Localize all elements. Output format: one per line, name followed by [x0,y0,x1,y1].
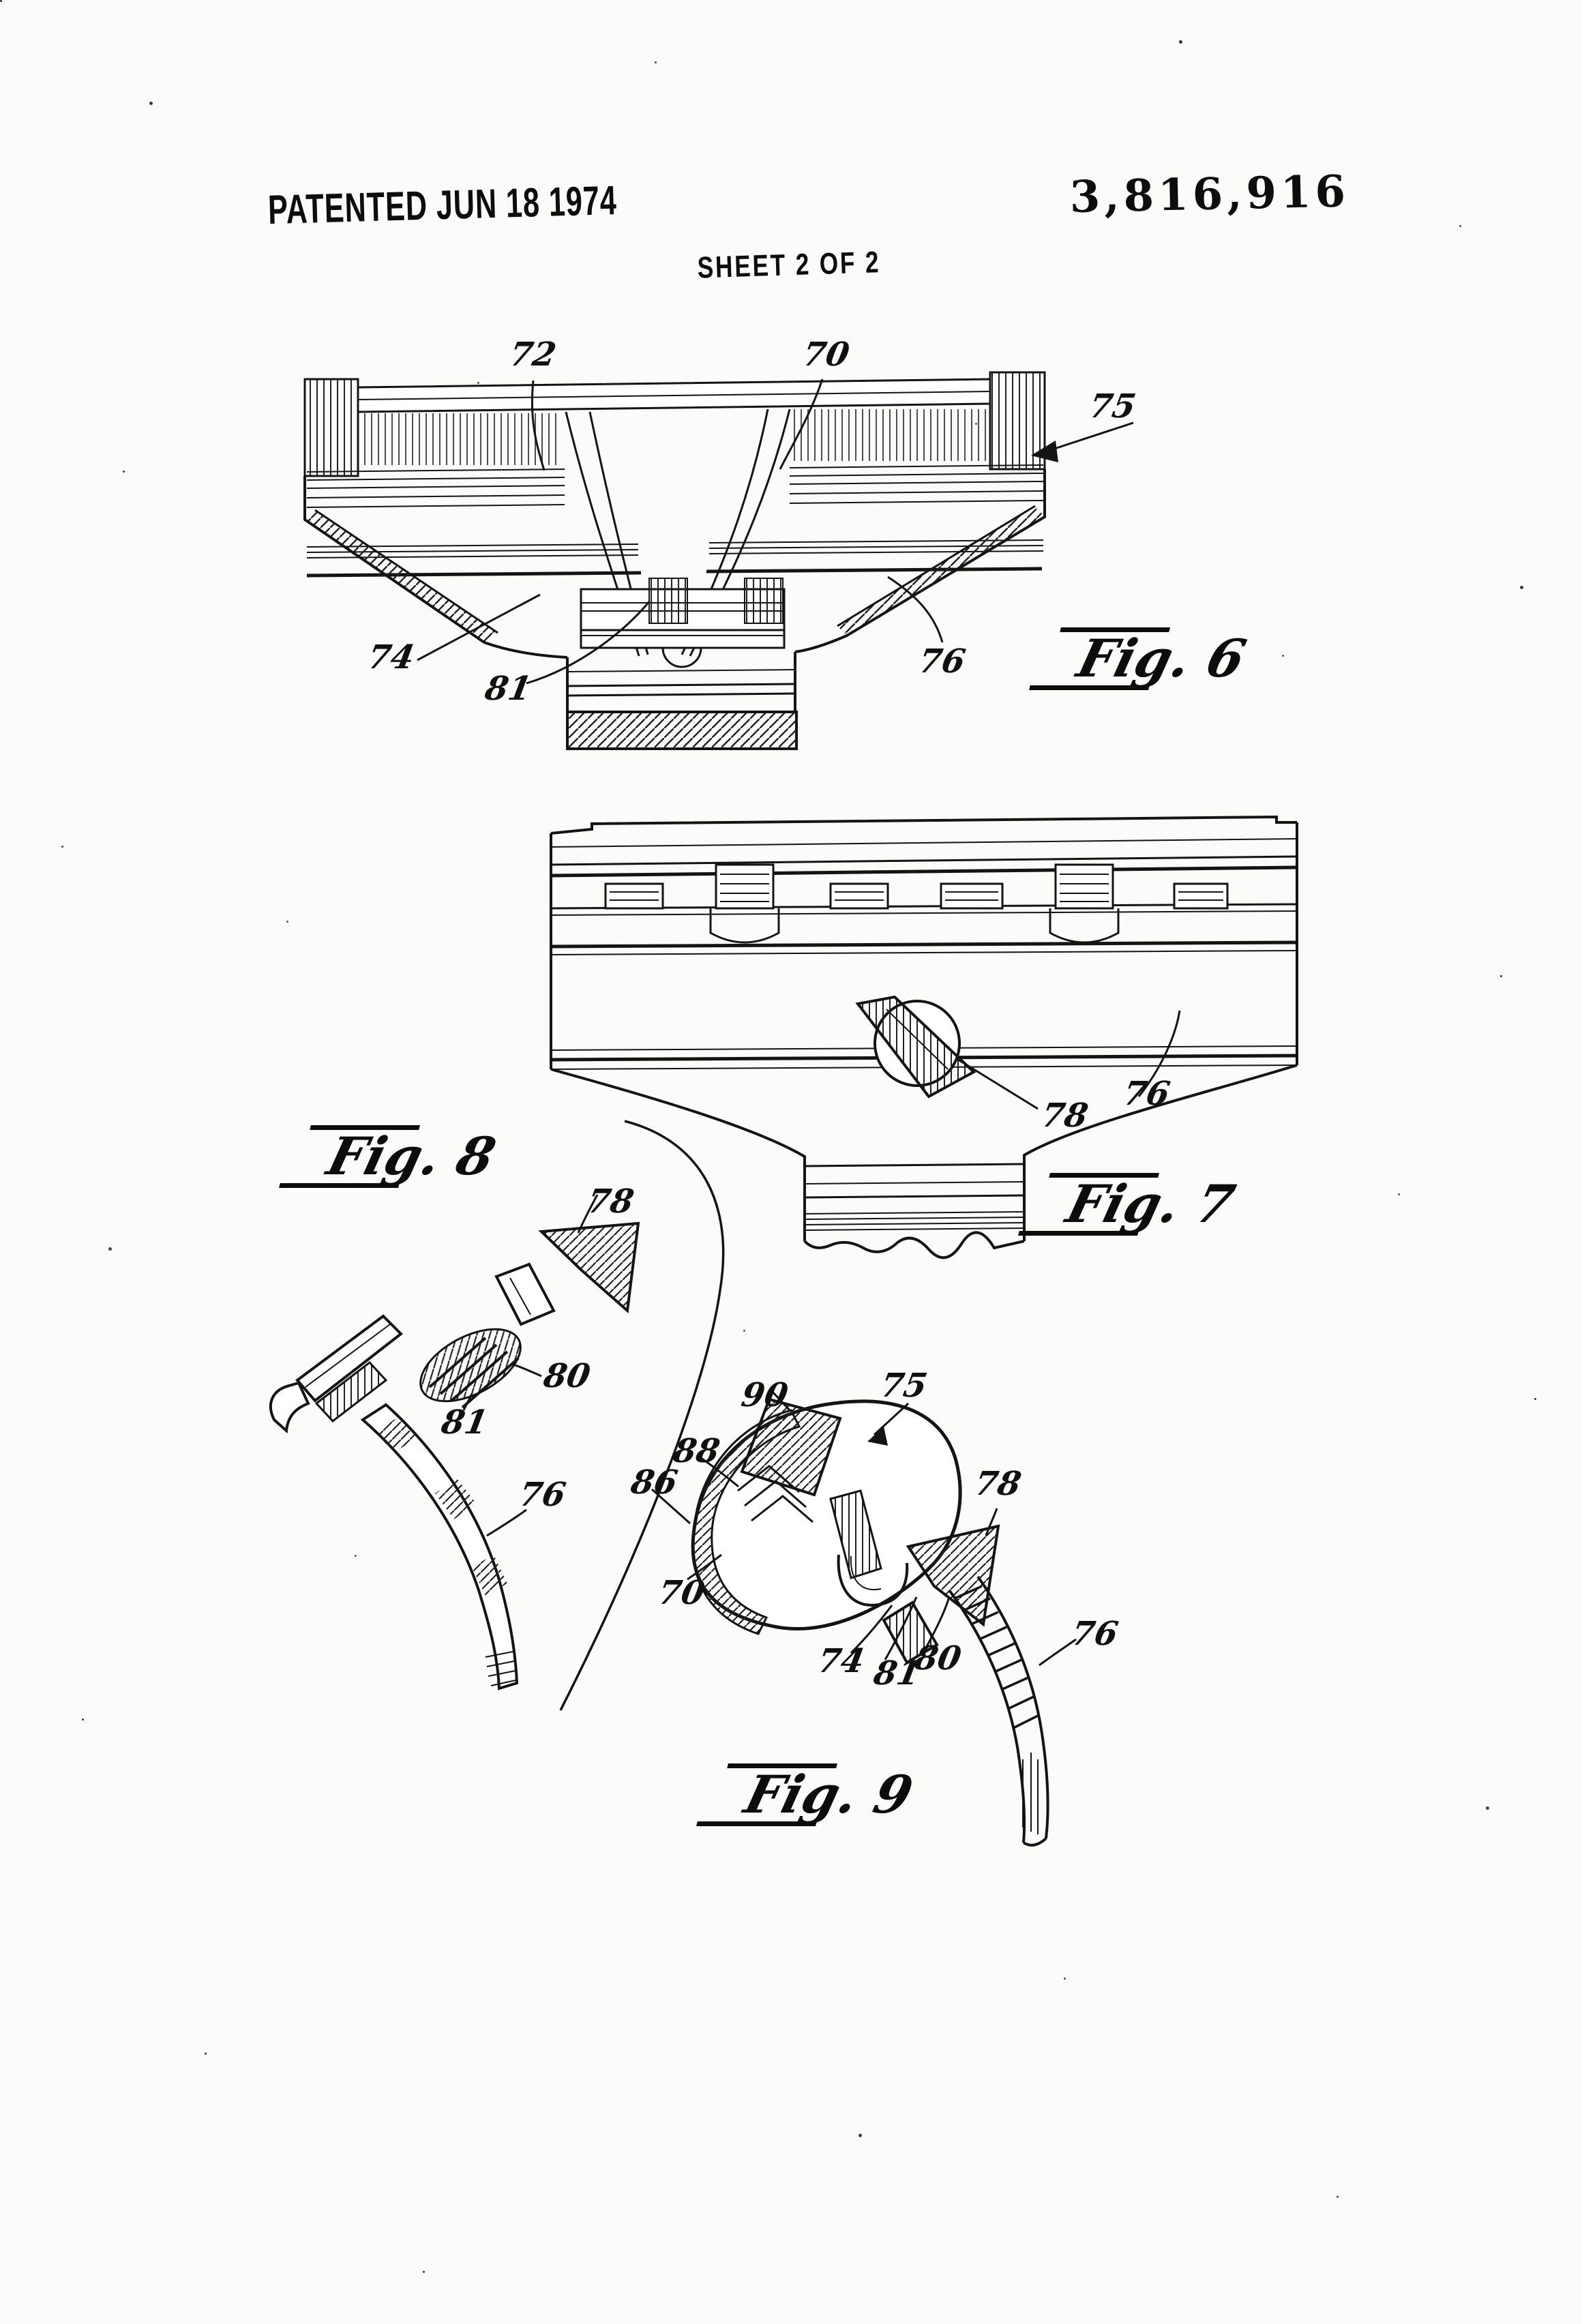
fig9-body [691,1397,1049,1847]
fig8-body [269,1120,725,1711]
fig9-leader-lines [651,1390,1077,1667]
fig8-ref-78: 78 [584,1182,637,1221]
fig8-ref-81: 81 [438,1403,491,1442]
fig7-ref-76: 76 [1120,1075,1173,1113]
fig8-ref-80: 80 [541,1357,593,1395]
fig9-drawing [651,1390,1077,1847]
fig8-ref-76: 76 [516,1476,569,1514]
scan-noise [0,0,2,2]
fig8-drawing [269,1120,725,1711]
fig9-ref-86: 86 [628,1463,681,1502]
fig7-body [550,815,1298,1260]
fig9-ref-76: 76 [1069,1615,1121,1653]
fig6-caption: Fig. 6 [1069,628,1255,691]
sheet-number-label: SHEET 2 OF 2 [697,245,882,285]
patented-date-stamp: PATENTED JUN 18 1974 [267,176,618,233]
fig9-caption: Fig. 9 [736,1764,922,1828]
fig7-drawing [550,815,1298,1260]
fig9-ref-78: 78 [972,1465,1024,1503]
fig6-ref-72: 72 [507,336,559,374]
fig8-caption: Fig. 8 [318,1126,505,1189]
fig7-caption: Fig. 7 [1058,1174,1244,1237]
fig7-leader-lines [955,1010,1181,1110]
patent-number: 3,816,916 [1069,166,1350,223]
fig6-leader-lines [417,378,1134,685]
fig6-ref-75: 75 [1086,387,1139,426]
fig6-ref-76: 76 [916,642,968,681]
fig9-ref-70: 70 [655,1574,708,1612]
fig6-drawing [303,371,1134,750]
fig7-ref-78: 78 [1039,1097,1091,1135]
fig9-ref-90: 90 [738,1376,791,1414]
fig8-leader-lines [462,1194,599,1537]
fig9-ref-80: 80 [912,1639,964,1678]
fig6-body [303,371,1046,750]
fig6-ref-81: 81 [482,670,535,708]
fig9-ref-74: 74 [815,1642,867,1680]
fig9-ref-75: 75 [878,1367,930,1405]
fig6-ref-70: 70 [800,336,852,374]
fig6-ref-74: 74 [365,638,417,676]
